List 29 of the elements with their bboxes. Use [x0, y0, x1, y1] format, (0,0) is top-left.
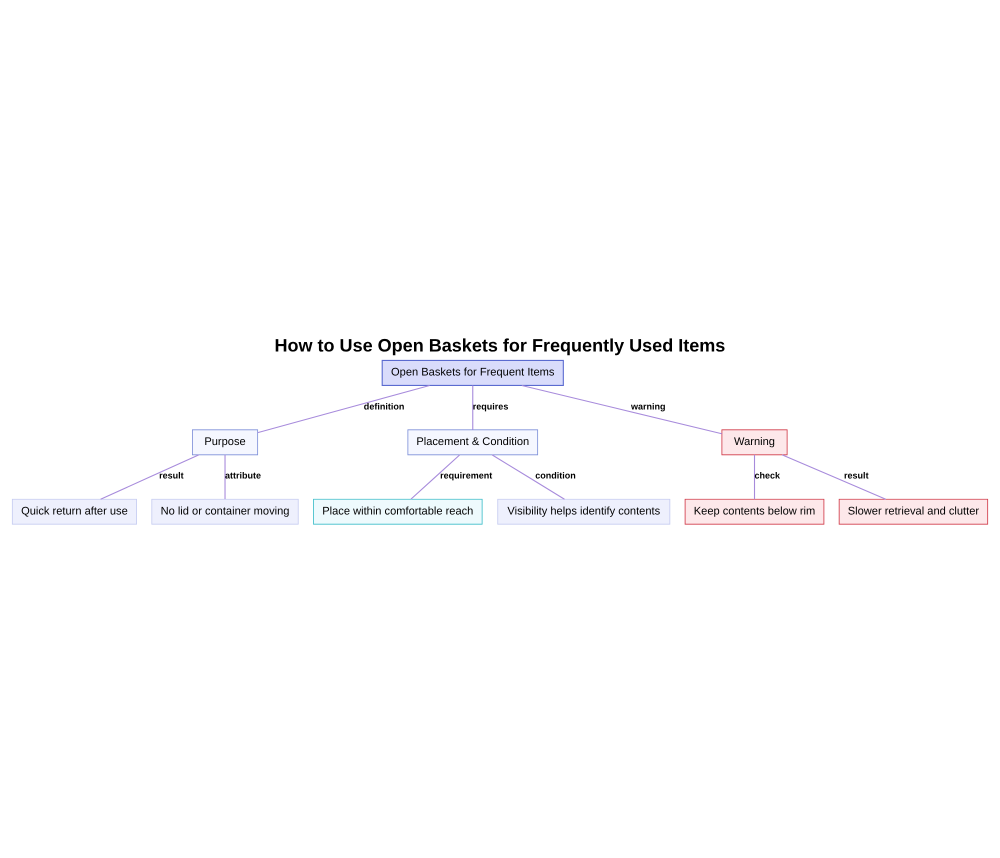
edge-label: warning: [630, 400, 666, 411]
node-box: Visibility helps identify contents: [497, 498, 670, 524]
edge-label: attribute: [225, 470, 262, 480]
node-box: Warning: [721, 428, 788, 455]
node-box: Place within comfortable reach: [313, 498, 483, 524]
diagram-title: How to Use Open Baskets for Frequently Used Items: [274, 334, 726, 355]
connector: [472, 384, 474, 430]
node-box: Quick return after use: [12, 498, 137, 524]
node-box: Slower retrieval and clutter: [838, 498, 988, 524]
node-box: Keep contents below rim: [684, 498, 824, 524]
node-box: No lid or container moving: [151, 498, 299, 524]
node-box: Placement & Condition: [407, 428, 538, 455]
edge-label: definition: [364, 400, 404, 411]
connector: [522, 384, 722, 434]
connector: [224, 454, 226, 499]
edge-label: requirement: [440, 470, 492, 480]
connector: [754, 454, 756, 499]
connector: [100, 454, 200, 500]
edge-label: check: [754, 470, 780, 480]
edge-label: condition: [535, 470, 576, 480]
node-box: Open Baskets for Frequent Items: [382, 359, 564, 386]
node-box: Purpose: [192, 428, 258, 455]
edge-label: requires: [472, 400, 508, 411]
connector: [258, 384, 430, 433]
edge-label: result: [844, 470, 869, 480]
edge-label: result: [159, 470, 184, 480]
connector: [492, 454, 565, 500]
connector: [782, 454, 886, 500]
connector: [410, 454, 460, 500]
